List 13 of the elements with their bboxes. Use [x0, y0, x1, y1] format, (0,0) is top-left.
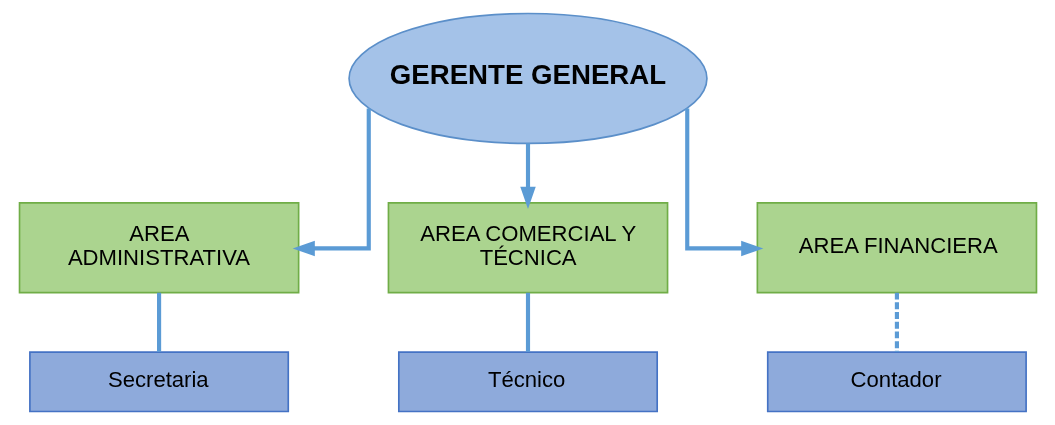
- connector: [525, 292, 530, 352]
- connector: [894, 292, 899, 352]
- arrow: [684, 108, 763, 257]
- node-box: AREA COMERCIAL Y TÉCNICA: [387, 202, 668, 294]
- arrow: [519, 143, 536, 209]
- arrow: [292, 108, 371, 257]
- node-box: Técnico: [397, 351, 658, 413]
- node-box: AREA FINANCIERA: [756, 202, 1037, 294]
- node-box: AREA ADMINISTRATIVA: [18, 202, 299, 294]
- node-ellipse: GERENTE GENERAL: [347, 12, 708, 145]
- node-box: Contador: [766, 351, 1027, 413]
- node-box: Secretaria: [28, 351, 289, 413]
- connector: [156, 292, 161, 352]
